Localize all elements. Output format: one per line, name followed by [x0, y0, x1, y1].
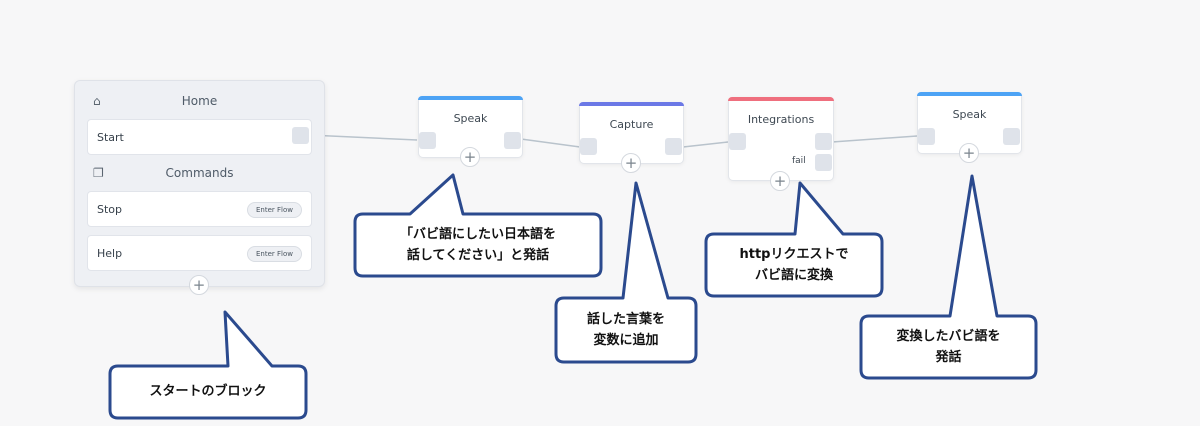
callout-speak2-line2: 発話: [935, 350, 962, 365]
callout-bubble-capture: [554, 181, 698, 364]
start-output-port[interactable]: [292, 127, 309, 144]
callout-integrations-line1: httpリクエストで: [739, 247, 849, 262]
node-color-bar: [917, 92, 1022, 96]
node-title: Speak: [453, 112, 488, 125]
callout-integrations-line2: バビ語に変換: [754, 268, 833, 283]
command-stop[interactable]: Stop Enter Flow: [87, 191, 312, 227]
connection-lines: [308, 134, 918, 148]
enter-flow-button[interactable]: Enter Flow: [247, 202, 302, 218]
node-title: Speak: [952, 108, 987, 121]
home-title: Home: [181, 94, 218, 108]
fail-output-port[interactable]: [815, 154, 832, 171]
wire-speak1-capture: [520, 138, 581, 148]
home-icon: ⌂: [93, 94, 101, 108]
home-block[interactable]: ⌂ Home Start ❐ Commands Stop Enter Flow …: [74, 80, 325, 295]
start-label: Start: [97, 131, 124, 144]
callout-speak1-line1: 「バビ語にしたい日本語を: [399, 227, 556, 242]
node-color-bar: [418, 96, 523, 100]
add-step-button[interactable]: +: [621, 153, 641, 173]
input-port[interactable]: [918, 128, 935, 145]
add-step-button[interactable]: +: [770, 171, 790, 191]
speak-node-2[interactable]: Speak +: [917, 92, 1022, 163]
callout-bubble-start: [108, 310, 308, 420]
wire-start-speak1: [308, 134, 418, 141]
node-title: Integrations: [747, 113, 815, 126]
start-step[interactable]: Start: [87, 119, 312, 155]
callout-bubble-speak2: [859, 174, 1038, 380]
success-output-port[interactable]: [815, 133, 832, 150]
input-port[interactable]: [580, 138, 597, 155]
commands-title: Commands: [165, 166, 234, 180]
command-help[interactable]: Help Enter Flow: [87, 235, 312, 271]
callout-speak2-line1: 変換したバビ語を: [896, 329, 1001, 344]
output-port[interactable]: [665, 138, 682, 155]
add-step-button[interactable]: +: [959, 143, 979, 163]
callout-bubble-speak1: [353, 173, 603, 278]
node-color-bar: [579, 102, 684, 106]
callout-capture-line2: 変数に追加: [593, 333, 659, 348]
output-port[interactable]: [504, 132, 521, 149]
callout-start-text: スタートのブロック: [149, 384, 267, 399]
fail-label: fail: [792, 156, 806, 166]
callout-bubbles: [108, 173, 1038, 420]
command-label: Help: [97, 247, 123, 260]
callout-capture-line1: 話した言葉を: [586, 312, 665, 327]
wire-integrations-speak2: [831, 135, 918, 143]
node-color-bar: [728, 97, 834, 101]
output-port[interactable]: [1003, 128, 1020, 145]
wire-capture-integrations: [682, 141, 729, 148]
add-step-button[interactable]: +: [189, 275, 209, 295]
speak-node-1[interactable]: Speak +: [418, 96, 523, 167]
add-step-button[interactable]: +: [460, 147, 480, 167]
enter-flow-button[interactable]: Enter Flow: [247, 246, 302, 262]
input-port[interactable]: [419, 132, 436, 149]
callout-speak1-line2: 話してください」と発話: [406, 248, 550, 263]
integrations-node[interactable]: Integrations fail +: [728, 97, 834, 191]
node-title: Capture: [609, 118, 654, 131]
input-port[interactable]: [729, 133, 746, 150]
callout-bubble-integrations: [704, 181, 884, 298]
command-label: Stop: [97, 203, 123, 216]
stack-icon: ❐: [93, 166, 104, 180]
capture-node[interactable]: Capture +: [579, 102, 684, 173]
